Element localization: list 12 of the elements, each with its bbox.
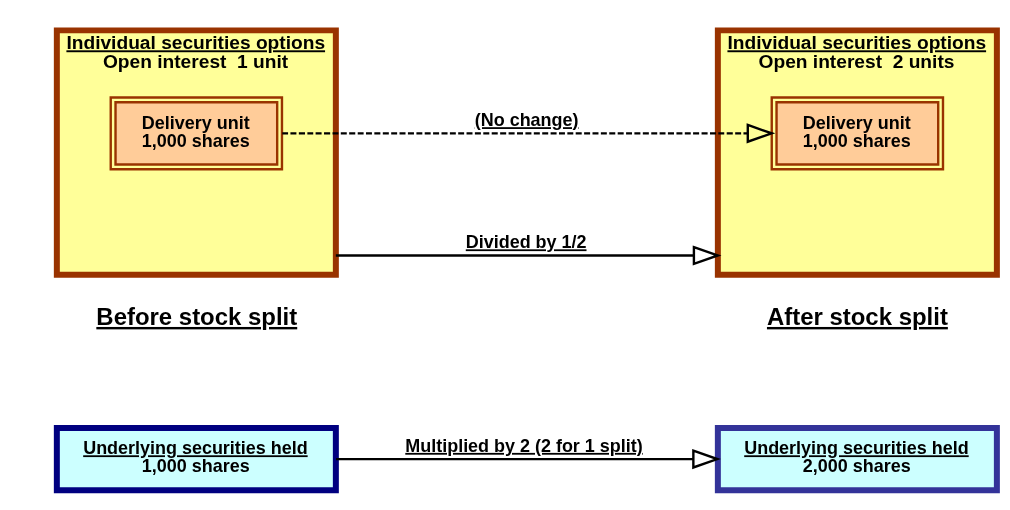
edge-label: (No change) bbox=[474, 109, 578, 130]
edge-label: Multiplied by 2 (2 for 1 split) bbox=[404, 435, 643, 456]
label: Before stock split bbox=[95, 302, 297, 330]
edge-label: Divided by 1/2 bbox=[465, 231, 587, 252]
arrow bbox=[335, 448, 721, 469]
node-box: Underlying securities held 2,000 shares bbox=[714, 424, 1000, 493]
node-box: Delivery unit 1,000 shares bbox=[109, 95, 283, 170]
node-box: Underlying securities held 1,000 shares bbox=[53, 424, 339, 493]
arrow bbox=[335, 244, 721, 266]
node-box: Delivery unit 1,000 shares bbox=[770, 95, 944, 170]
arrow bbox=[281, 122, 775, 143]
label: After stock split bbox=[766, 302, 948, 330]
